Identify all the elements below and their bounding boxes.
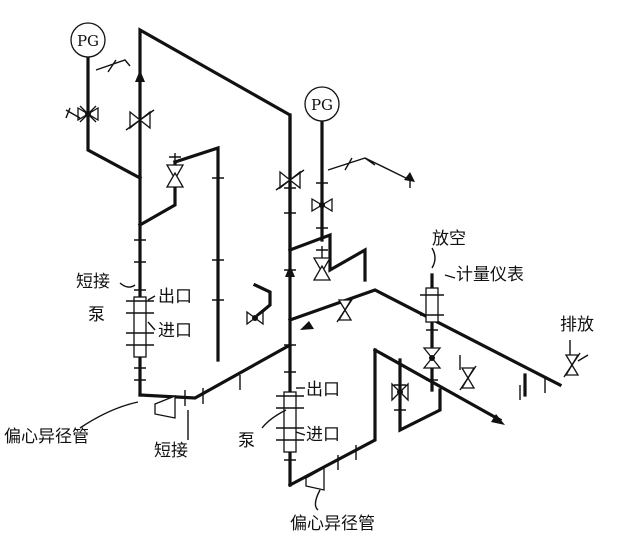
left-pressure-gauge: PG	[70, 22, 106, 58]
left-connector	[252, 282, 272, 318]
valves	[65, 105, 589, 402]
left-gauge-label: PG	[77, 32, 99, 50]
drain-valve	[563, 352, 589, 378]
meter-valve	[422, 347, 442, 369]
right-return-line	[372, 347, 503, 423]
labels: 短接 泵 出口 进口 偏心异径管 短接 出口 泵 进口 偏心异径管 放空 计量仪…	[4, 229, 594, 534]
label-outlet-left: 出口	[158, 287, 192, 307]
label-meter: 计量仪表	[456, 265, 524, 285]
right-pump	[276, 391, 304, 453]
arrow-up-left	[135, 70, 145, 82]
pumps	[126, 296, 304, 453]
label-inlet-right: 进口	[306, 425, 340, 445]
right-pump-piping	[252, 113, 563, 488]
lower-valve	[391, 382, 409, 402]
left-reducer	[154, 395, 176, 419]
return-valve	[459, 365, 477, 391]
gate-valve-left-gauge	[65, 105, 99, 123]
vent-stubs	[95, 59, 411, 188]
left-pump-piping	[86, 27, 293, 400]
gate-valve-right-gauge	[311, 197, 333, 213]
arrow-up-right	[285, 265, 295, 277]
flow-arrows	[135, 70, 505, 425]
label-pump-right: 泵	[238, 431, 255, 451]
label-vent: 放空	[432, 229, 466, 249]
pipe-ticks	[134, 177, 546, 470]
label-inlet-left: 进口	[158, 321, 192, 341]
right-bypass	[287, 232, 367, 282]
arrow-return	[491, 414, 505, 425]
right-pressure-gauge: PG	[304, 86, 340, 122]
pressure-gauges: PG PG	[70, 22, 340, 122]
left-bypass-line	[137, 160, 177, 228]
label-pump-left: 泵	[88, 305, 105, 325]
label-reducer-left: 偏心异径管	[4, 427, 89, 447]
right-suction-line	[287, 348, 377, 488]
left-suction-line	[138, 342, 293, 400]
gate-valve-left-riser	[125, 109, 155, 131]
check-valve-right	[312, 246, 332, 281]
reducers	[154, 395, 325, 491]
left-pump	[126, 296, 154, 358]
gate-valve-connector	[246, 310, 264, 326]
right-gauge-label: PG	[311, 96, 333, 114]
right-header	[287, 288, 563, 388]
meter	[420, 247, 444, 323]
arrow-right-top	[404, 172, 415, 182]
arrow-left-header	[300, 321, 314, 330]
label-short-pipe-top: 短接	[76, 272, 110, 292]
gate-valve-header	[336, 297, 354, 323]
gate-valve-right-riser	[275, 169, 305, 191]
leader-lines	[79, 274, 571, 511]
left-check-line	[172, 145, 220, 362]
check-valve-left	[165, 153, 185, 188]
label-short-pipe-bottom: 短接	[154, 441, 188, 461]
label-outlet-right: 出口	[306, 380, 340, 400]
label-reducer-right: 偏心异径管	[290, 514, 375, 534]
left-gauge-branch	[86, 53, 143, 181]
right-reducer	[305, 466, 325, 491]
label-drain: 排放	[560, 315, 594, 335]
